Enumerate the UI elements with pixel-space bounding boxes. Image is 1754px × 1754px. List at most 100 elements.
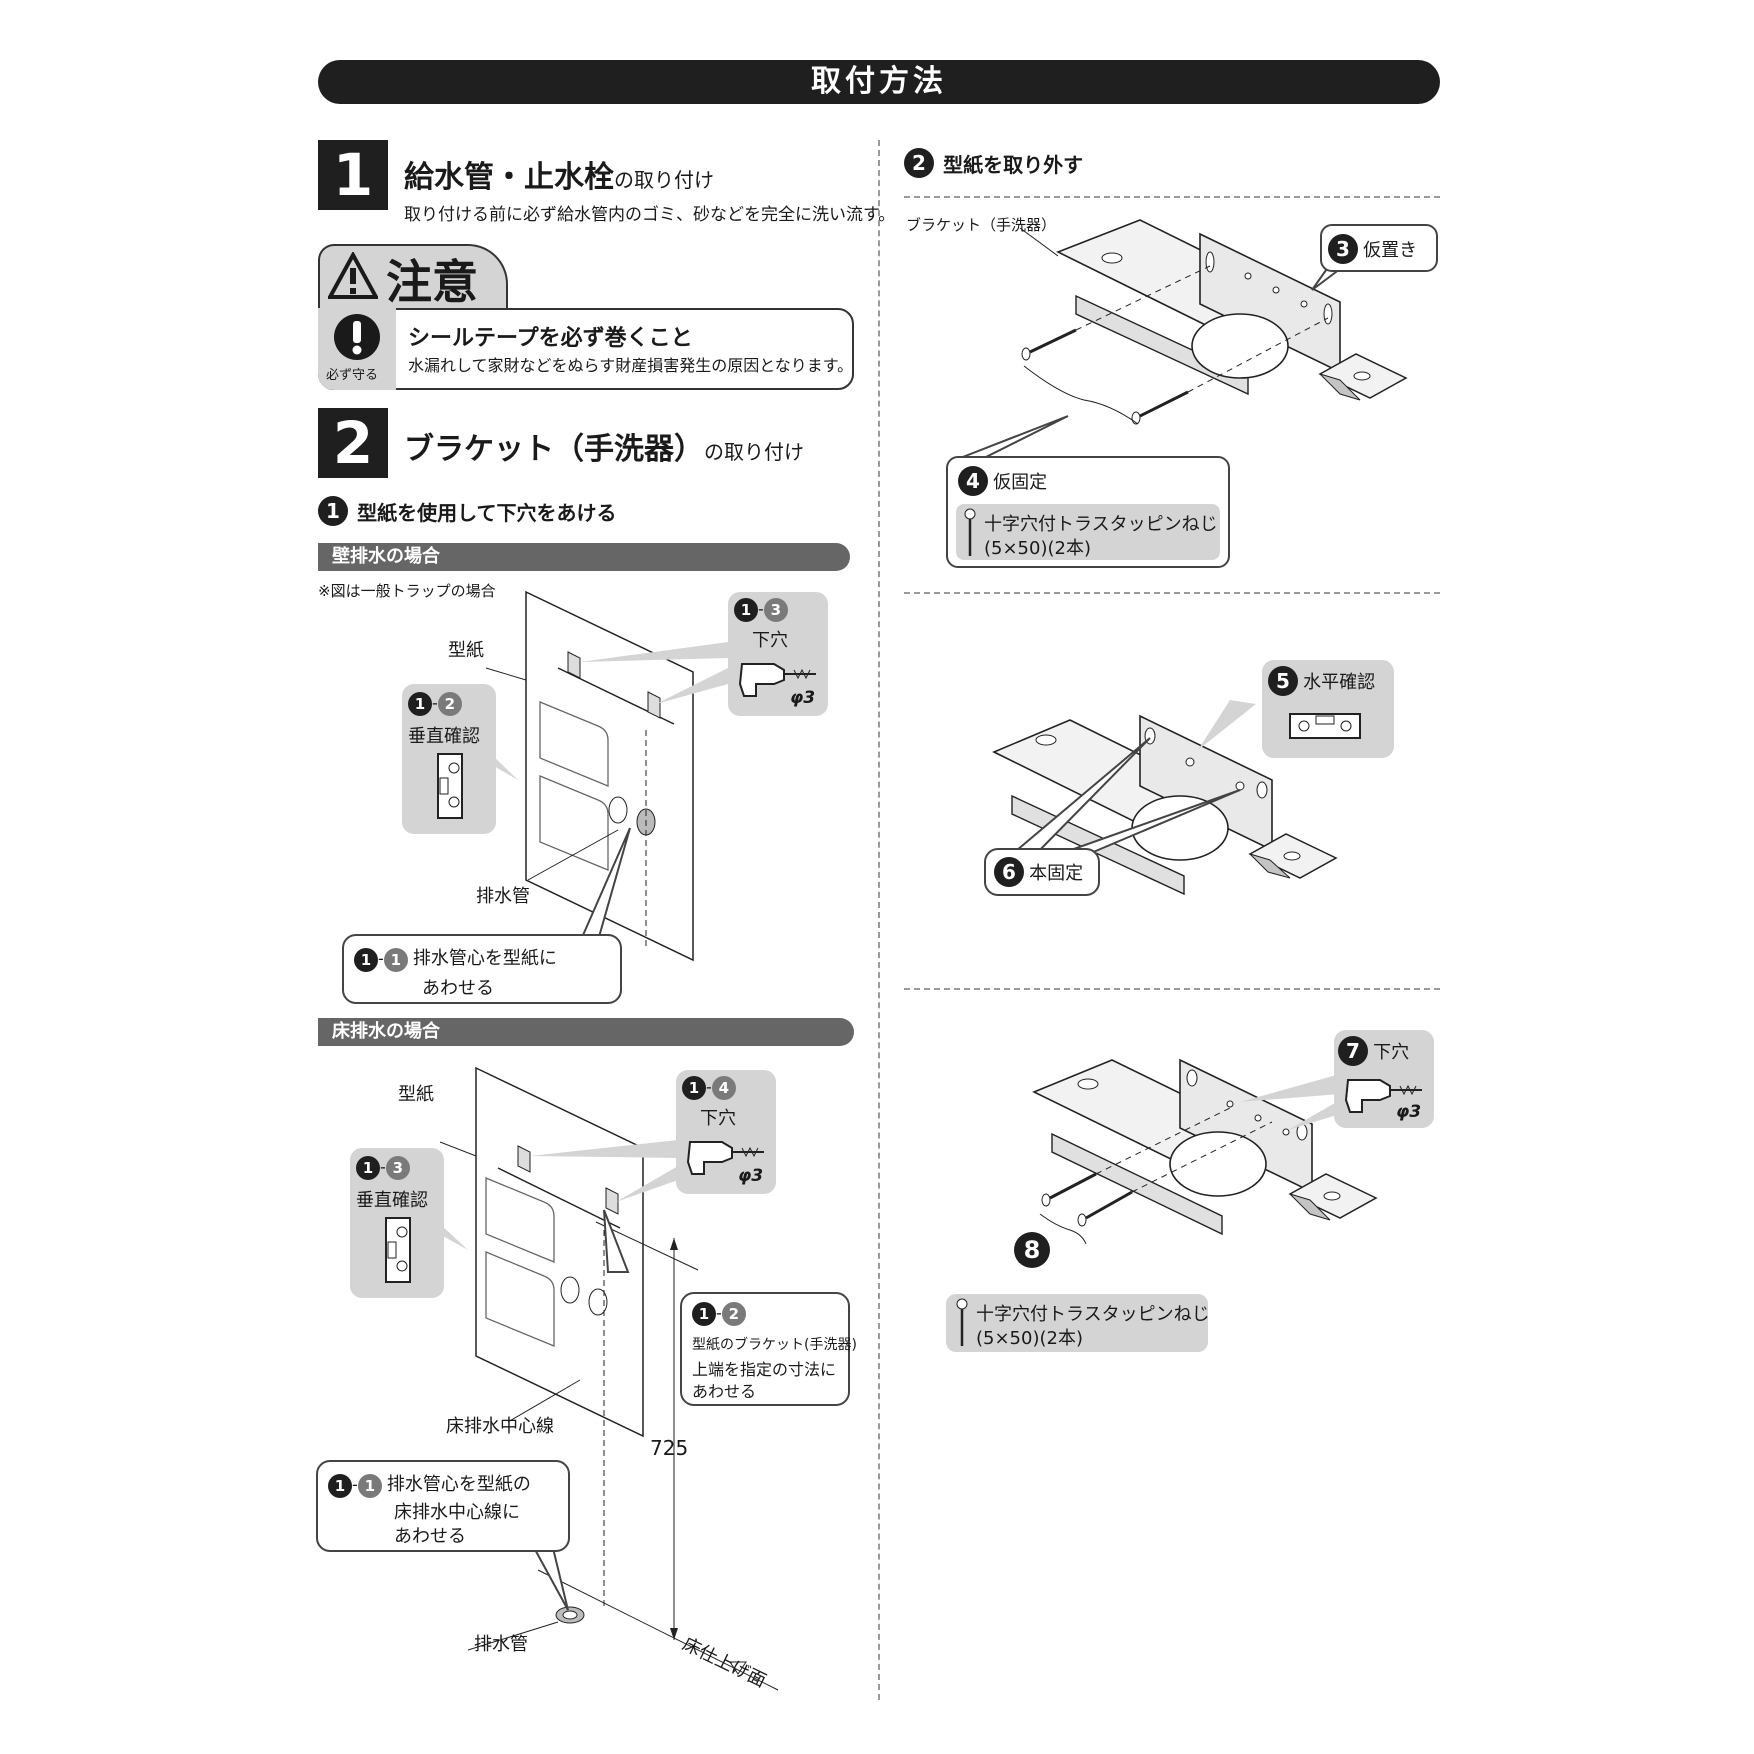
wall-callout-1-1-b: 1 bbox=[383, 947, 408, 972]
wall-note: ※図は一般トラップの場合 bbox=[318, 582, 496, 600]
step-1-number: 1 bbox=[318, 140, 388, 210]
floor-callout-1-2-line2: 上端を指定の寸法に bbox=[692, 1360, 837, 1379]
callout-step-5: 5 水平確認 bbox=[1262, 660, 1394, 758]
screw-icon bbox=[964, 508, 976, 556]
level-horizontal-icon bbox=[1289, 713, 1361, 739]
wall-pipe-label: 排水管 bbox=[476, 886, 530, 907]
step-4-number: 4 bbox=[958, 466, 988, 496]
floor-callout-1-4-b: 4 bbox=[711, 1076, 736, 1100]
step-2-title: ブラケット（手洗器）の取り付け bbox=[404, 424, 804, 468]
step-5-text: 水平確認 bbox=[1303, 672, 1376, 693]
warning-triangle-icon bbox=[328, 252, 378, 299]
drill-icon bbox=[686, 1141, 764, 1175]
sub-step-2: 2 型紙を取り外す bbox=[904, 148, 1083, 178]
step-4-screw-line2: (5×50)(2本) bbox=[984, 538, 1091, 559]
wall-callout-1-2-a: 1 bbox=[408, 692, 432, 716]
drill-icon bbox=[738, 663, 816, 697]
bracket-temp-illustration bbox=[949, 219, 1408, 463]
bracket-drill-illustration bbox=[1018, 1058, 1378, 1268]
floor-dimension: 725 bbox=[650, 1436, 689, 1460]
wall-callout-1-2-b: 2 bbox=[437, 692, 462, 716]
step-6-text: 本固定 bbox=[1029, 863, 1084, 884]
step-8-screw-line2: (5×50)(2本) bbox=[976, 1328, 1083, 1349]
floor-callout-1-2-b: 2 bbox=[721, 1302, 746, 1326]
divider-1 bbox=[904, 196, 1440, 198]
step-1-title-bold: 給水管・止水栓 bbox=[404, 160, 614, 195]
caution-headline: シールテープを必ず巻くこと bbox=[408, 326, 693, 351]
step-6-number: 6 bbox=[994, 857, 1024, 887]
wall-drain-bar: 壁排水の場合 bbox=[318, 543, 850, 571]
floor-callout-1-2-a: 1 bbox=[692, 1302, 716, 1326]
level-vertical-icon bbox=[437, 753, 463, 819]
floor-pipe-label: 排水管 bbox=[474, 1634, 528, 1655]
floor-callout-1-1-line3: あわせる bbox=[394, 1526, 466, 1547]
floor-callout-1-3-b: 3 bbox=[385, 1156, 410, 1180]
step-8-screw-box: 十字穴付トラスタッピンねじ (5×50)(2本) bbox=[946, 1294, 1210, 1352]
step-3-text: 仮置き bbox=[1363, 240, 1418, 261]
step-7-number: 7 bbox=[1338, 1036, 1368, 1066]
step-4-screw-line1: 十字穴付トラスタッピンねじ bbox=[984, 514, 1218, 535]
wall-callout-1-3-text: 下穴 bbox=[752, 630, 788, 651]
floor-center-line-label: 床排水中心線 bbox=[446, 1416, 554, 1437]
wall-callout-1-1: 1-1 排水管心を型紙に あわせる bbox=[342, 934, 622, 1004]
bracket-level-illustration bbox=[992, 700, 1338, 896]
bracket-label: ブラケット（手洗器） bbox=[906, 216, 1057, 234]
sub-step-2-number: 2 bbox=[904, 148, 934, 178]
drill-icon bbox=[1344, 1079, 1422, 1113]
level-vertical-icon bbox=[385, 1217, 411, 1283]
wall-callout-1-3: 1-3 下穴 φ3 bbox=[728, 592, 828, 716]
column-divider bbox=[878, 140, 880, 1700]
sub-step-2-text: 型紙を取り外す bbox=[943, 152, 1084, 177]
wall-callout-1-3-b: 3 bbox=[763, 598, 788, 622]
wall-callout-1-3-a: 1 bbox=[734, 598, 758, 622]
floor-callout-1-2-line3: あわせる bbox=[692, 1382, 757, 1401]
step-5-number: 5 bbox=[1268, 666, 1298, 696]
mandatory-icon bbox=[334, 314, 380, 360]
callout-step-3: 3 仮置き bbox=[1320, 224, 1438, 272]
divider-2 bbox=[904, 592, 1440, 594]
wall-callout-1-3-size: φ3 bbox=[790, 688, 816, 708]
floor-callout-1-4-size: φ3 bbox=[738, 1166, 764, 1186]
wall-callout-1-1-a: 1 bbox=[354, 947, 378, 972]
floor-template-label: 型紙 bbox=[398, 1084, 434, 1105]
step-4-screw-box: 十字穴付トラスタッピンねじ (5×50)(2本) bbox=[956, 504, 1220, 560]
wall-callout-1-2: 1-2 垂直確認 bbox=[402, 684, 496, 834]
floor-callout-1-3-a: 1 bbox=[356, 1156, 380, 1180]
step-8-screw-line1: 十字穴付トラスタッピンねじ bbox=[976, 1304, 1210, 1325]
caution-detail: 水漏れして家財などをぬらす財産損害発生の原因となります。 bbox=[408, 356, 854, 375]
callout-step-6: 6 本固定 bbox=[984, 848, 1100, 896]
sub-step-1-text: 型紙を使用して下穴をあける bbox=[357, 500, 617, 525]
step-3-number: 3 bbox=[1328, 234, 1358, 264]
sub-step-1-number: 1 bbox=[318, 496, 348, 526]
step-8-number: 8 bbox=[1014, 1232, 1050, 1268]
floor-callout-1-3-text: 垂直確認 bbox=[356, 1190, 428, 1211]
step-2-title-bold: ブラケット（手洗器） bbox=[404, 432, 704, 467]
step-8-label: 8 bbox=[1014, 1232, 1050, 1268]
wall-callout-1-1-line2: あわせる bbox=[422, 978, 494, 999]
floor-callout-1-4-text: 下穴 bbox=[700, 1108, 736, 1129]
floor-callout-1-1-b: 1 bbox=[357, 1473, 382, 1498]
step-1-title: 給水管・止水栓の取り付け bbox=[404, 152, 714, 196]
screw-icon bbox=[956, 1298, 968, 1346]
step-1-title-small: の取り付け bbox=[614, 168, 714, 192]
step-4-text: 仮固定 bbox=[993, 472, 1048, 493]
wall-callout-1-1-line1: 排水管心を型紙に bbox=[412, 948, 557, 969]
floor-callout-1-2-line1: 型紙のブラケット(手洗器) bbox=[692, 1337, 857, 1353]
step-1-note: 取り付ける前に必ず給水管内のゴミ、砂などを完全に洗い流す。 bbox=[404, 205, 896, 225]
caution-title: 注意 bbox=[386, 255, 478, 309]
floor-callout-1-2: 1-2 型紙のブラケット(手洗器) 上端を指定の寸法に あわせる bbox=[680, 1292, 857, 1406]
step-7-text: 下穴 bbox=[1373, 1042, 1410, 1063]
floor-callout-1-1-a: 1 bbox=[328, 1473, 352, 1498]
callout-step-7: 7 下穴 φ3 bbox=[1334, 1030, 1434, 1128]
page-title: 取付方法 bbox=[318, 60, 1440, 104]
floor-callout-1-1-line2: 床排水中心線に bbox=[394, 1502, 520, 1523]
caution-icon-caption: 必ず守る bbox=[326, 368, 379, 383]
floor-callout-1-4: 1-4 下穴 φ3 bbox=[676, 1070, 776, 1194]
floor-drain-bar: 床排水の場合 bbox=[318, 1018, 854, 1046]
floor-callout-1-4-a: 1 bbox=[682, 1076, 706, 1100]
sub-step-1: 1 型紙を使用して下穴をあける bbox=[318, 496, 617, 526]
wall-template-label: 型紙 bbox=[448, 640, 484, 661]
caution-box bbox=[318, 308, 854, 390]
callout-step-4: 4 仮固定 十字穴付トラスタッピンねじ (5×50)(2本) bbox=[946, 456, 1230, 568]
step-7-size: φ3 bbox=[1396, 1102, 1422, 1122]
